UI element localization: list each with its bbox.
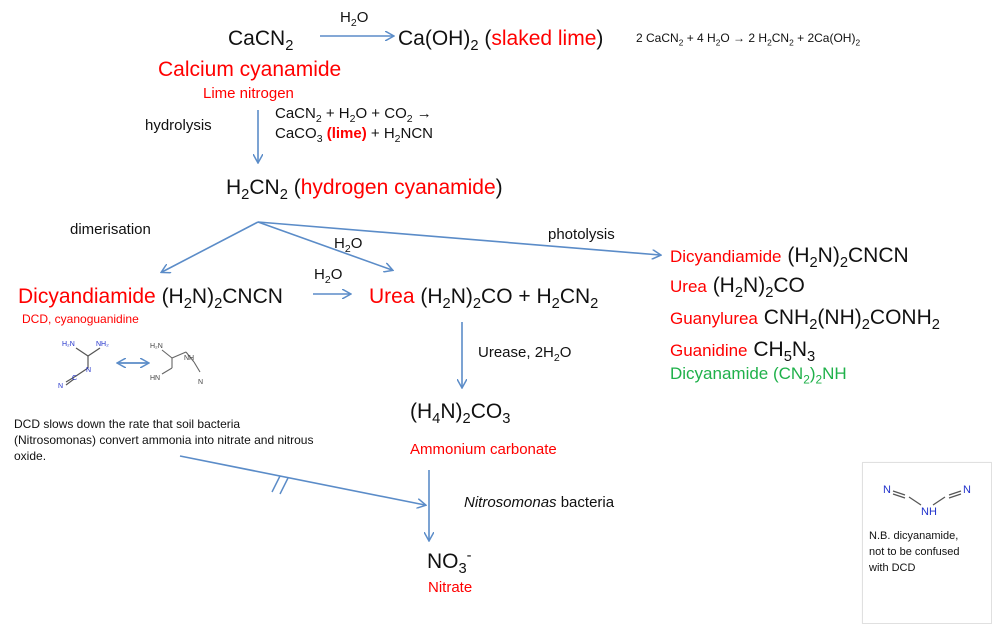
dcd-note: DCD slows down the rate that soil bacter… xyxy=(14,417,314,464)
nb-text: N.B. dicyanamide, not to be confused wit… xyxy=(869,530,960,574)
nitrate-formula: NO3- xyxy=(427,548,472,578)
struct1-label-5: N xyxy=(58,383,63,390)
nb-box: N NH N N.B. dicyanamide, not to be confu… xyxy=(862,462,992,624)
nb-label-3: N xyxy=(963,484,971,496)
photolysis-product-guanylurea: Guanylurea CNH2(NH)2CONH2 xyxy=(670,306,940,334)
h2o-label-dcd: H2O xyxy=(314,266,343,286)
urea-name: Urea xyxy=(369,285,415,308)
caoh2-formula: Ca(OH)2 (slaked lime) xyxy=(398,27,604,55)
h2o-label-top: H2O xyxy=(340,9,369,29)
struct1-label-2: NH₂ xyxy=(96,341,109,348)
h2o-label-branch: H2O xyxy=(334,235,363,255)
photolysis-product-dicyandiamide: Dicyandiamide (H2N)2CNCN xyxy=(670,244,909,272)
photolysis-label: photolysis xyxy=(548,226,615,243)
calcium-cyanamide-label: Calcium cyanamide xyxy=(158,58,342,81)
urea: Urea (H2N)2CO + H2CN2 xyxy=(369,285,599,313)
cacn2-formula: CaCN2 xyxy=(228,27,294,55)
urease-label: Urease, 2H2O xyxy=(478,344,572,364)
lime-label: (lime) xyxy=(326,125,367,142)
slaked-lime-label: slaked lime xyxy=(491,27,597,50)
photolysis-product-guanidine: Guanidine CH5N3 xyxy=(670,338,816,366)
struct1-label-4: C xyxy=(72,375,77,382)
struct2-label-1: H₂N xyxy=(150,343,163,350)
arrow-photolysis xyxy=(257,221,660,255)
nb-label-1: N xyxy=(883,484,891,496)
hydrogen-cyanamide-name: hydrogen cyanamide xyxy=(300,176,496,199)
struct1-label-1: H₂N xyxy=(62,341,75,348)
struct1-label-3: N xyxy=(86,367,91,374)
dcd-alt-name: DCD, cyanoguanidine xyxy=(22,312,139,326)
dicyanamide-green: Dicyanamide (CN2)2NH xyxy=(670,364,847,387)
dimerisation-label: dimerisation xyxy=(70,221,151,238)
hydrolysis-equation-line2: CaCO3 (lime) + H2NCN xyxy=(275,125,433,145)
hydrolysis-equation-line1: CaCN2 + H2O + CO2 → xyxy=(275,105,432,125)
photolysis-product-urea: Urea (H2N)2CO xyxy=(670,274,805,302)
ammonium-carbonate-formula: (H4N)2CO3 xyxy=(410,400,511,428)
hydrogen-cyanamide: H2CN2 (hydrogen cyanamide) xyxy=(226,176,503,204)
dicyanamide-structure: N NH N xyxy=(883,484,971,518)
dcd-structure-1 xyxy=(65,347,101,386)
nb-label-2: NH xyxy=(921,506,937,518)
dcd-structure-2 xyxy=(161,349,201,375)
nitrosomonas-label: Nitrosomonas bacteria xyxy=(464,494,615,511)
inhibition-mark xyxy=(271,475,289,495)
equation-slaking: 2 CaCN2 + 4 H2O → 2 H2CN2 + 2Ca(OH)2 xyxy=(636,31,861,48)
arrow-dcd-inhibition xyxy=(179,455,425,505)
arrow-dimerisation xyxy=(162,221,259,272)
hydrolysis-label: hydrolysis xyxy=(145,117,212,134)
dicyandiamide-name: Dicyandiamide xyxy=(18,285,156,308)
struct2-label-2: NH xyxy=(184,355,194,362)
struct2-label-3: HN xyxy=(150,375,160,382)
arrow-to-urea xyxy=(257,221,392,270)
lime-nitrogen-label: Lime nitrogen xyxy=(203,85,294,102)
dicyandiamide: Dicyandiamide (H2N)2CNCN xyxy=(18,285,283,313)
struct2-label-4: N xyxy=(198,379,203,386)
nitrate-name: Nitrate xyxy=(428,579,473,596)
ammonium-carbonate-name: Ammonium carbonate xyxy=(410,441,557,458)
